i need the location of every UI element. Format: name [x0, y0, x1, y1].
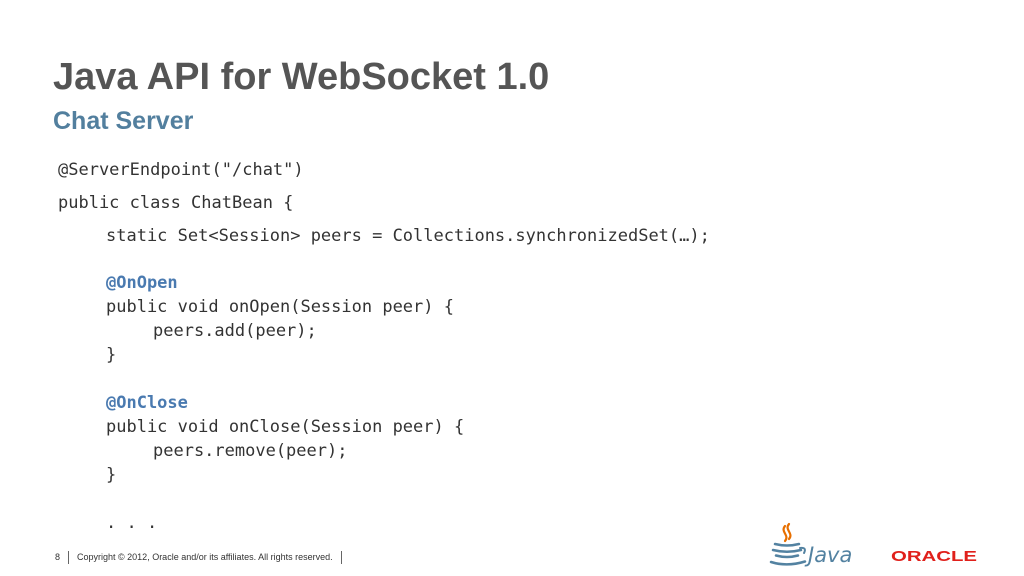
code-line-ellipsis: . . . — [106, 513, 158, 533]
code-line-onclose-method: public void onClose(Session peer) { — [106, 417, 465, 437]
slide-subtitle: Chat Server — [53, 107, 194, 135]
slide-footer: 8 Copyright © 2012, Oracle and/or its af… — [55, 549, 350, 565]
footer-separator-end — [340, 550, 342, 564]
java-logo-text: Java — [804, 543, 852, 567]
page-number: 8 — [55, 552, 61, 562]
code-line-onopen-annotation: @OnOpen — [106, 273, 178, 293]
code-line-peers-field: static Set<Session> peers = Collections.… — [106, 226, 710, 246]
code-line-server-endpoint: @ServerEndpoint("/chat") — [58, 160, 304, 180]
code-line-onopen-method: public void onOpen(Session peer) { — [106, 297, 454, 317]
code-line-onclose-annotation: @OnClose — [106, 393, 188, 413]
oracle-logo-icon: ORACLE — [891, 548, 977, 564]
java-logo-icon: Java — [769, 522, 852, 567]
code-line-onclose-close-brace: } — [106, 465, 117, 485]
code-line-class-declaration: public class ChatBean { — [58, 193, 294, 213]
copyright-notice: Copyright © 2012, Oracle and/or its affi… — [77, 552, 333, 562]
footer-separator — [68, 550, 70, 564]
code-line-peers-remove: peers.remove(peer); — [153, 441, 348, 461]
slide-title: Java API for WebSocket 1.0 — [53, 56, 550, 98]
code-line-peers-add: peers.add(peer); — [153, 321, 317, 341]
code-line-onopen-close-brace: } — [106, 345, 117, 365]
oracle-logo-text: ORACLE — [891, 548, 977, 564]
